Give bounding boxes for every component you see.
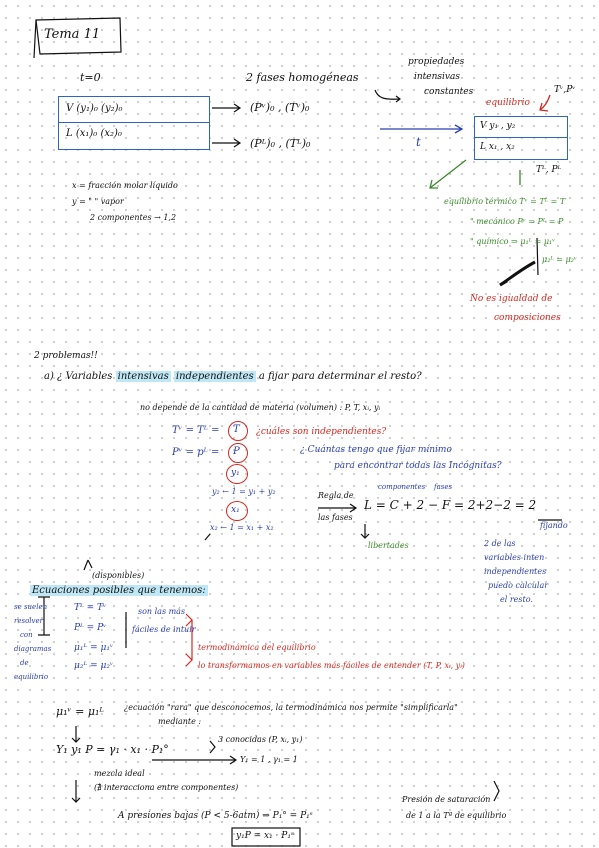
t-circled: T [233,424,240,435]
equilibrio-label: equilibrio [486,98,530,108]
cuantas-line-1: ¿ Cuántas tengo que fijar mínimo [300,445,452,455]
x2-relation: x₂ ← 1 = x₁ + x₂ [210,523,274,532]
lo-transformamos: lo transformamos en variables más fácile… [198,661,465,670]
question-a-prefix: a) ¿ Variables [44,371,113,382]
ecuaciones-heading: Ecuaciones posibles que tenemos: [30,585,208,596]
y2-relation: y₂ ← 1 = y₁ + y₂ [212,487,276,496]
eq-vapor-row: V y₁ , y₂ [480,121,516,131]
no-igualdad-2: composiciones [494,313,561,323]
question-a-intensivas: intensivas [115,371,171,382]
liquid-row: L (x₁)₀ (x₂)₀ [66,128,122,139]
eq-liquid-row: L x₁ , x₂ [480,142,515,152]
indep-note-3: independientes [484,567,547,576]
disponibles-label: (disponibles) [92,571,145,580]
indep-note-4: puedo calcular [488,581,549,590]
vapor-row: V (y₁)₀ (y₂)₀ [66,103,123,114]
vapor-props: (Pᵛ)₀ , (Tᵛ)₀ [250,101,310,114]
ecuacion-rara: ¿ecuación "rara" que desconocemos, la te… [124,703,458,712]
equilibrium-phase-box [474,116,568,160]
main-equation: Y₁ y₁ P = γ₁ · x₁ · P₁° [56,743,169,756]
son-mas-2: fáciles de intuir [132,625,196,634]
def-x: x = fracción molar líquido [72,181,178,190]
interaccion-label: (∄ interacciona entre componentes) [94,783,239,792]
sys-eq-mu1: μ₁ᴸ = μ₁ᵛ [74,643,114,653]
indep-note-1: 2 de las [484,539,516,548]
x1-circle [226,501,248,521]
mu-equation: μ₁ᵛ = μ₁ᴸ [56,705,105,718]
conocidas-label: 3 conocidas (P, xᵢ, y₁) [218,735,303,744]
eq-mechanical: " mecánico Pᵛ = Pᴸ = P [470,217,564,226]
tv-equality: Tᵛ = Tᴸ = [172,425,220,436]
props-line-1: propiedades [408,57,465,67]
eq-thermal: equilibrio térmico Tᵛ = Tᴸ = T [444,197,566,206]
eq-chemical-1: " químico ⇒ μ₁ᴸ = μ₁ᵛ [470,237,556,246]
t-arrow-label: t [416,135,421,149]
liquid-props: (Pᴸ)₀ , (Tᴸ)₀ [250,137,311,150]
tl-pl-label: Tᴸ, Pᴸ [536,165,562,175]
sys-eq-mu2: μ₂ᴸ = μ₂ᵛ [74,661,114,671]
regla-line-1: Regla de [318,491,354,500]
y1-circled: y₁ [231,468,240,478]
presion-sat-1: Presión de saturación [402,795,491,804]
side-note-1: se suelen [14,603,48,611]
problemas-heading: 2 problemas!! [34,351,98,361]
sys-eq-p: Pᴸ = Pᵛ [74,623,107,633]
y1-circle [226,464,248,484]
final-equation: y₁P = x₁ · P₁ˢ [236,831,294,841]
eq-chemical-2: μ₂ᴸ = μ₂ᵛ [542,255,577,264]
cuantas-line-2: para encontrar todas las Incógnitas? [334,461,502,471]
ecuaciones-text: Ecuaciones posibles que tenemos: [30,585,208,596]
page-title: Tema 11 [44,27,101,42]
pv-equality: Pᵛ = pᴸ = [172,447,220,458]
ideal-result: Y₁ = 1 , γ₁ = 1 [240,755,298,764]
son-mas-1: son las más [138,607,186,616]
fases-small-label: fases [434,483,453,491]
side-note-4: diagramas [14,645,52,653]
x1-circled: x₁ [231,505,240,515]
sys-eq-t: Tᴸ = Tᵛ [74,603,107,613]
no-igualdad-1: No es igualdad de [470,294,553,304]
side-note-5: de [20,659,29,667]
componentes-label: componentes [378,483,426,491]
libertades-label: libertades [368,541,409,550]
initial-phase-box [58,96,210,150]
indep-note-5: el resto. [500,595,533,604]
question-a-rest: a fijar para determinar el resto? [258,371,422,382]
question-a-independientes: independientes [173,371,256,382]
fijando-label: fijando [540,521,568,530]
termo-label: termodinámica del equilibrio [198,643,316,652]
presiones-bajas: A presiones bajas (P < 5-6atm) ⇒ P₁° = P… [118,811,313,821]
p-circle [228,443,248,463]
side-note-2: resolver [14,617,43,625]
side-note-3: con [20,631,33,639]
phase-rule-formula: L = C + 2 − F = 2+2−2 = 2 [364,498,537,512]
tv-pv-label: Tᵛ,Pᵛ [554,85,576,95]
t0-label: t=0 [80,71,101,84]
def-y: y = " " vapor [72,197,124,206]
side-note-6: equilibrio [14,673,49,681]
regla-line-2: las fases [318,513,353,522]
mezcla-ideal-label: mezcla ideal [94,769,145,778]
cuales-question: ¿cuáles son independientes? [256,427,387,437]
props-line-3: constantes [424,87,474,97]
def-components: 2 componentes → 1,2 [90,213,177,222]
props-line-2: intensivas [414,72,460,82]
question-a: a) ¿ Variables intensivas independientes… [44,371,422,382]
indep-note-2: variables inten [484,553,545,562]
p-circled: P [233,446,240,457]
presion-sat-2: de 1 a la Tª de equilibrio [406,811,507,820]
no-depende-line: no depende de la cantidad de materia (vo… [140,403,381,412]
mediante-label: mediante : [158,717,202,726]
fases-label: 2 fases homogéneas [246,71,359,84]
t-circle [228,421,248,441]
